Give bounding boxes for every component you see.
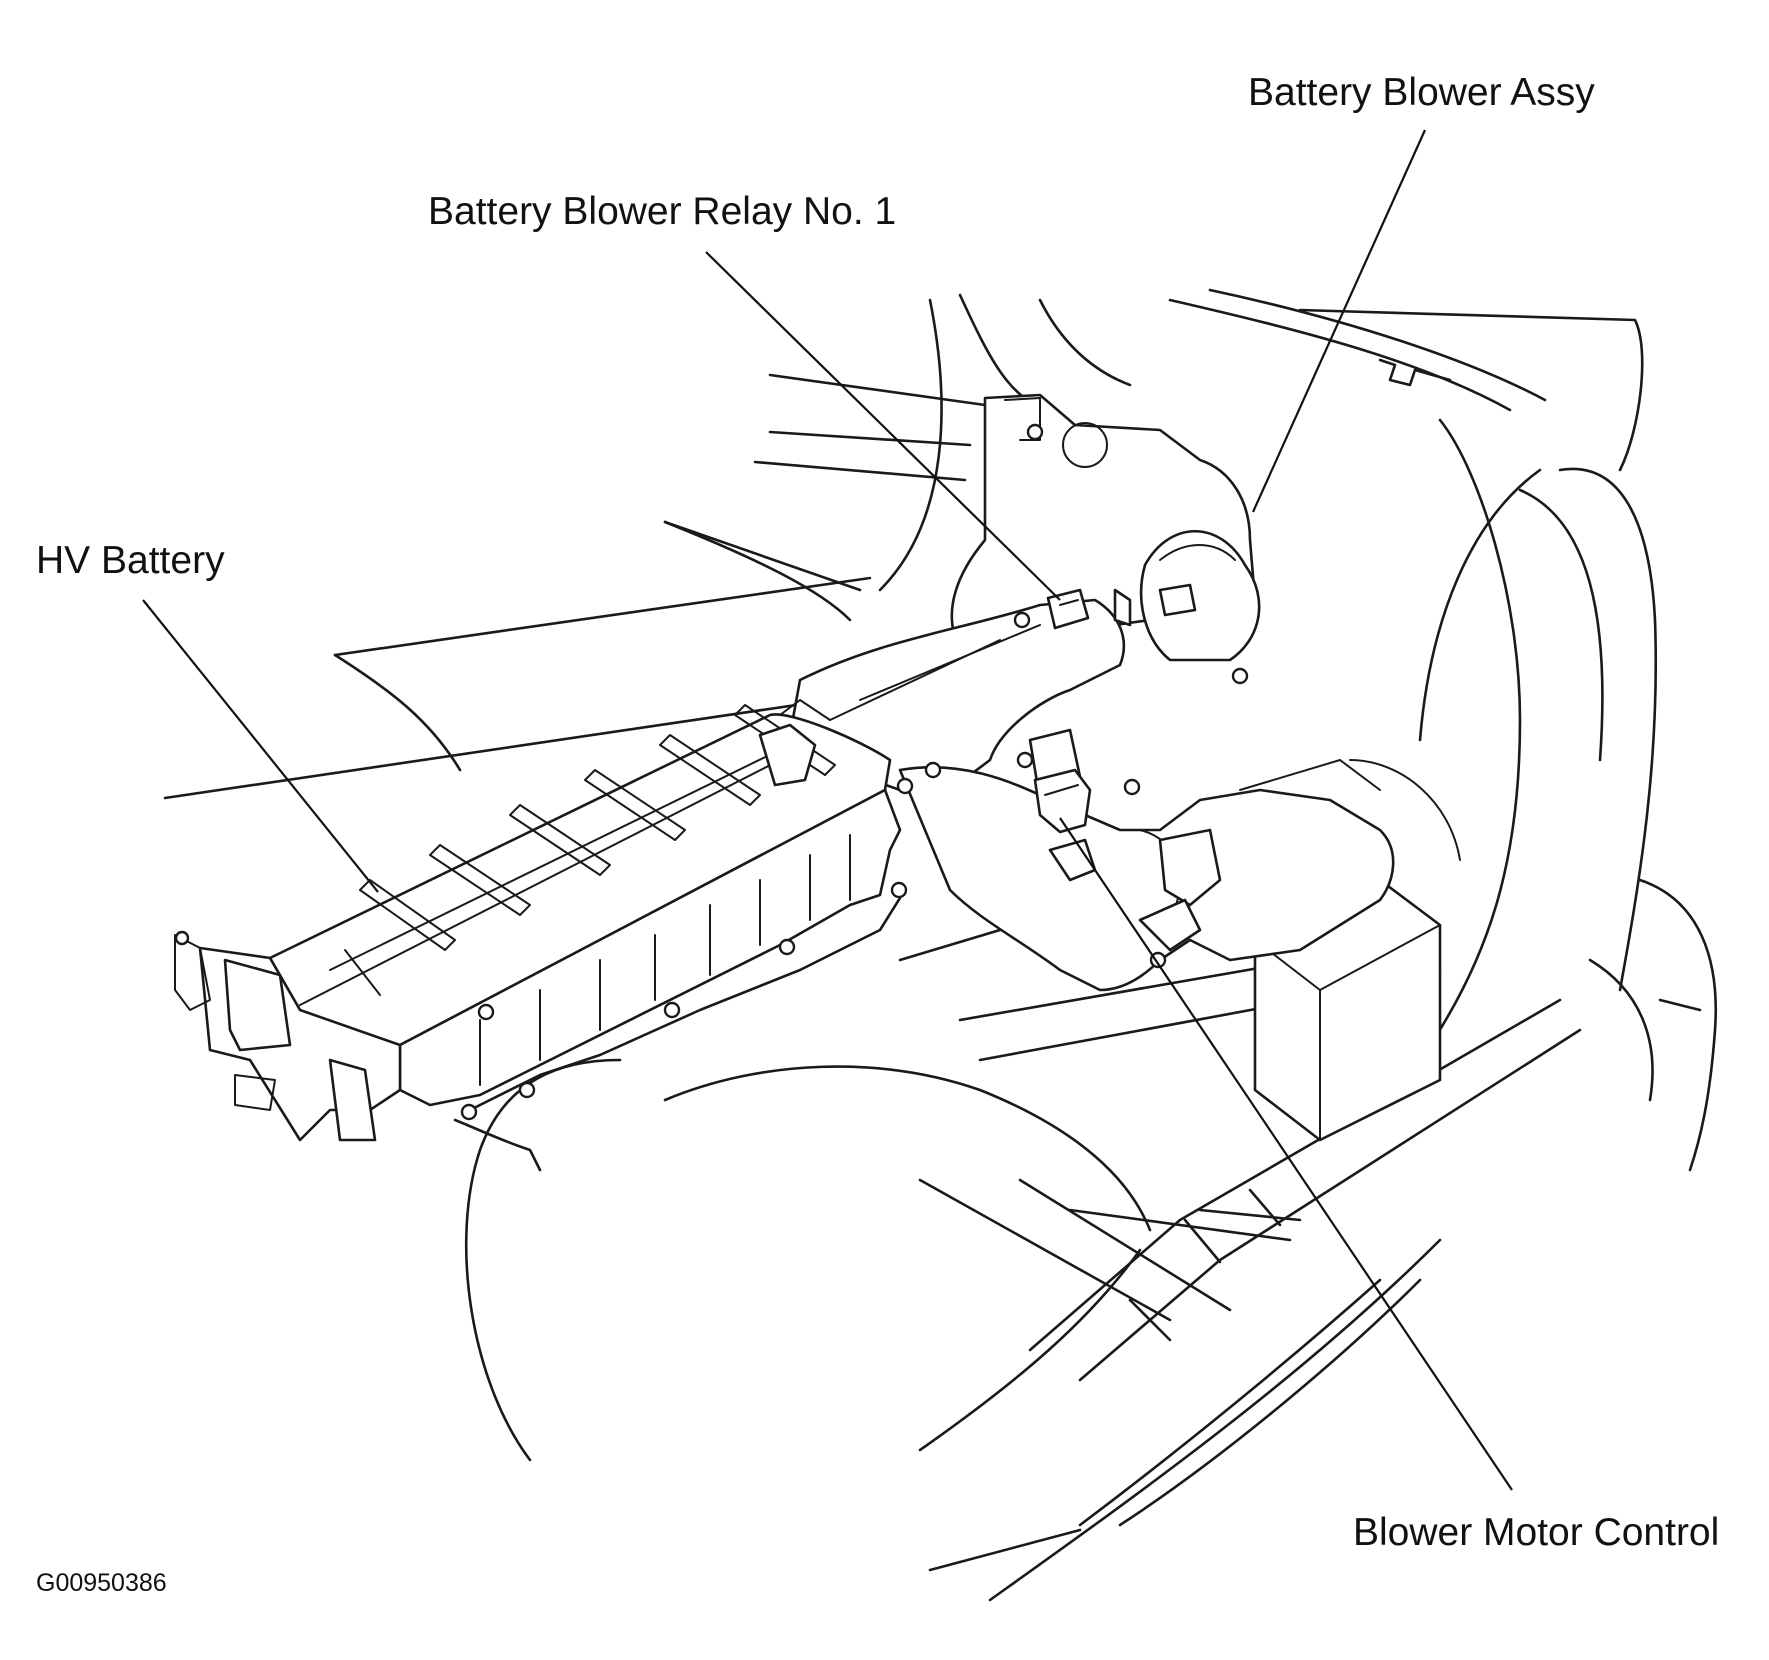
rear-seat-outline: [163, 293, 1132, 800]
leader-blower-motor-control: [1059, 817, 1513, 1491]
blower-motor-control-unit: [1033, 768, 1092, 834]
mounting-bolts: [174, 423, 1249, 1121]
leader-battery-blower-relay: [705, 251, 1061, 601]
leader-lines: [142, 129, 1513, 1491]
leader-battery-blower-assy: [1251, 129, 1427, 513]
blower-duct-assembly: [788, 393, 1461, 992]
callout-blower-motor-control: Blower Motor Control: [1353, 1511, 1720, 1554]
callout-battery-blower-assy: Battery Blower Assy: [1248, 71, 1595, 114]
trunk-body-outline: [1168, 288, 1717, 1172]
figure-id: G00950386: [36, 1569, 167, 1597]
callout-hv-battery: HV Battery: [36, 539, 225, 582]
leader-hv-battery: [142, 599, 379, 893]
callout-battery-blower-relay: Battery Blower Relay No. 1: [428, 190, 897, 233]
hv-battery-pack: [174, 699, 907, 1172]
